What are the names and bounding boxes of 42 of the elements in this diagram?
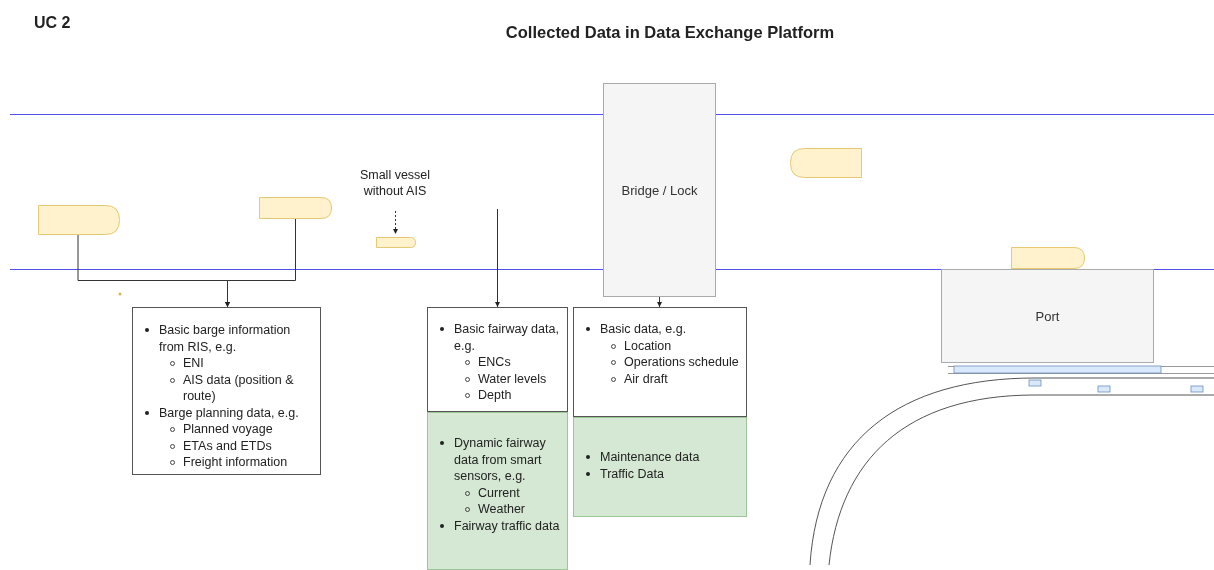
boat-shape	[790, 148, 862, 178]
bullet-item: Air draft	[574, 370, 740, 387]
bullet-item: Basic data, e.g.	[574, 321, 740, 338]
arrow	[495, 208, 500, 308]
bullet-item: Basic fairway data, e.g.	[428, 321, 561, 354]
arrow	[657, 296, 662, 308]
boat-shape	[1011, 247, 1085, 269]
info-box	[132, 307, 321, 475]
node-label: Port	[1035, 308, 1060, 324]
corner-label: UC 2	[34, 14, 71, 32]
bullet-item: Weather	[428, 501, 561, 518]
bullet-item: Location	[574, 337, 740, 354]
bullet-item: AIS data (position & route)	[133, 371, 314, 405]
bullet-item: Current	[428, 484, 561, 501]
info-panel	[573, 417, 747, 517]
bullet-item: Barge planning data, e.g.	[133, 404, 314, 421]
bullet-item: Water levels	[428, 370, 561, 387]
bullet-item: Operations schedule	[574, 354, 740, 371]
info-panel	[427, 412, 568, 570]
bullet-item: ENI	[133, 355, 314, 372]
bullet-item: Traffic Data	[574, 465, 740, 482]
bullet-item: Planned voyage	[133, 421, 314, 438]
bullet-item: Depth	[428, 387, 561, 404]
arrow	[225, 218, 296, 308]
vessel-label: Small vessel without AIS	[358, 167, 432, 217]
node-label: Bridge / Lock	[621, 182, 698, 198]
structure-box	[603, 83, 716, 297]
bullet-item: Basic barge information from RIS, e.g.	[133, 322, 314, 355]
bullet-item: Maintenance data	[574, 449, 740, 466]
bullet-item: Dynamic fairway data from smart sensors, e.g.	[428, 435, 561, 485]
bullet-item: ENCs	[428, 354, 561, 371]
diagram-title: Collected Data in Data Exchange Platform	[504, 23, 836, 42]
bullet-item: ETAs and ETDs	[133, 437, 314, 454]
info-box	[573, 307, 747, 417]
boat-shape	[376, 234, 416, 245]
boat-shape	[259, 197, 332, 219]
bullet-item: Fairway traffic data	[428, 517, 561, 534]
info-box	[427, 307, 568, 412]
bullet-item: Freight information	[133, 454, 314, 471]
arrow	[393, 210, 398, 235]
structure-box	[941, 269, 1154, 363]
boat-shape	[38, 205, 120, 235]
